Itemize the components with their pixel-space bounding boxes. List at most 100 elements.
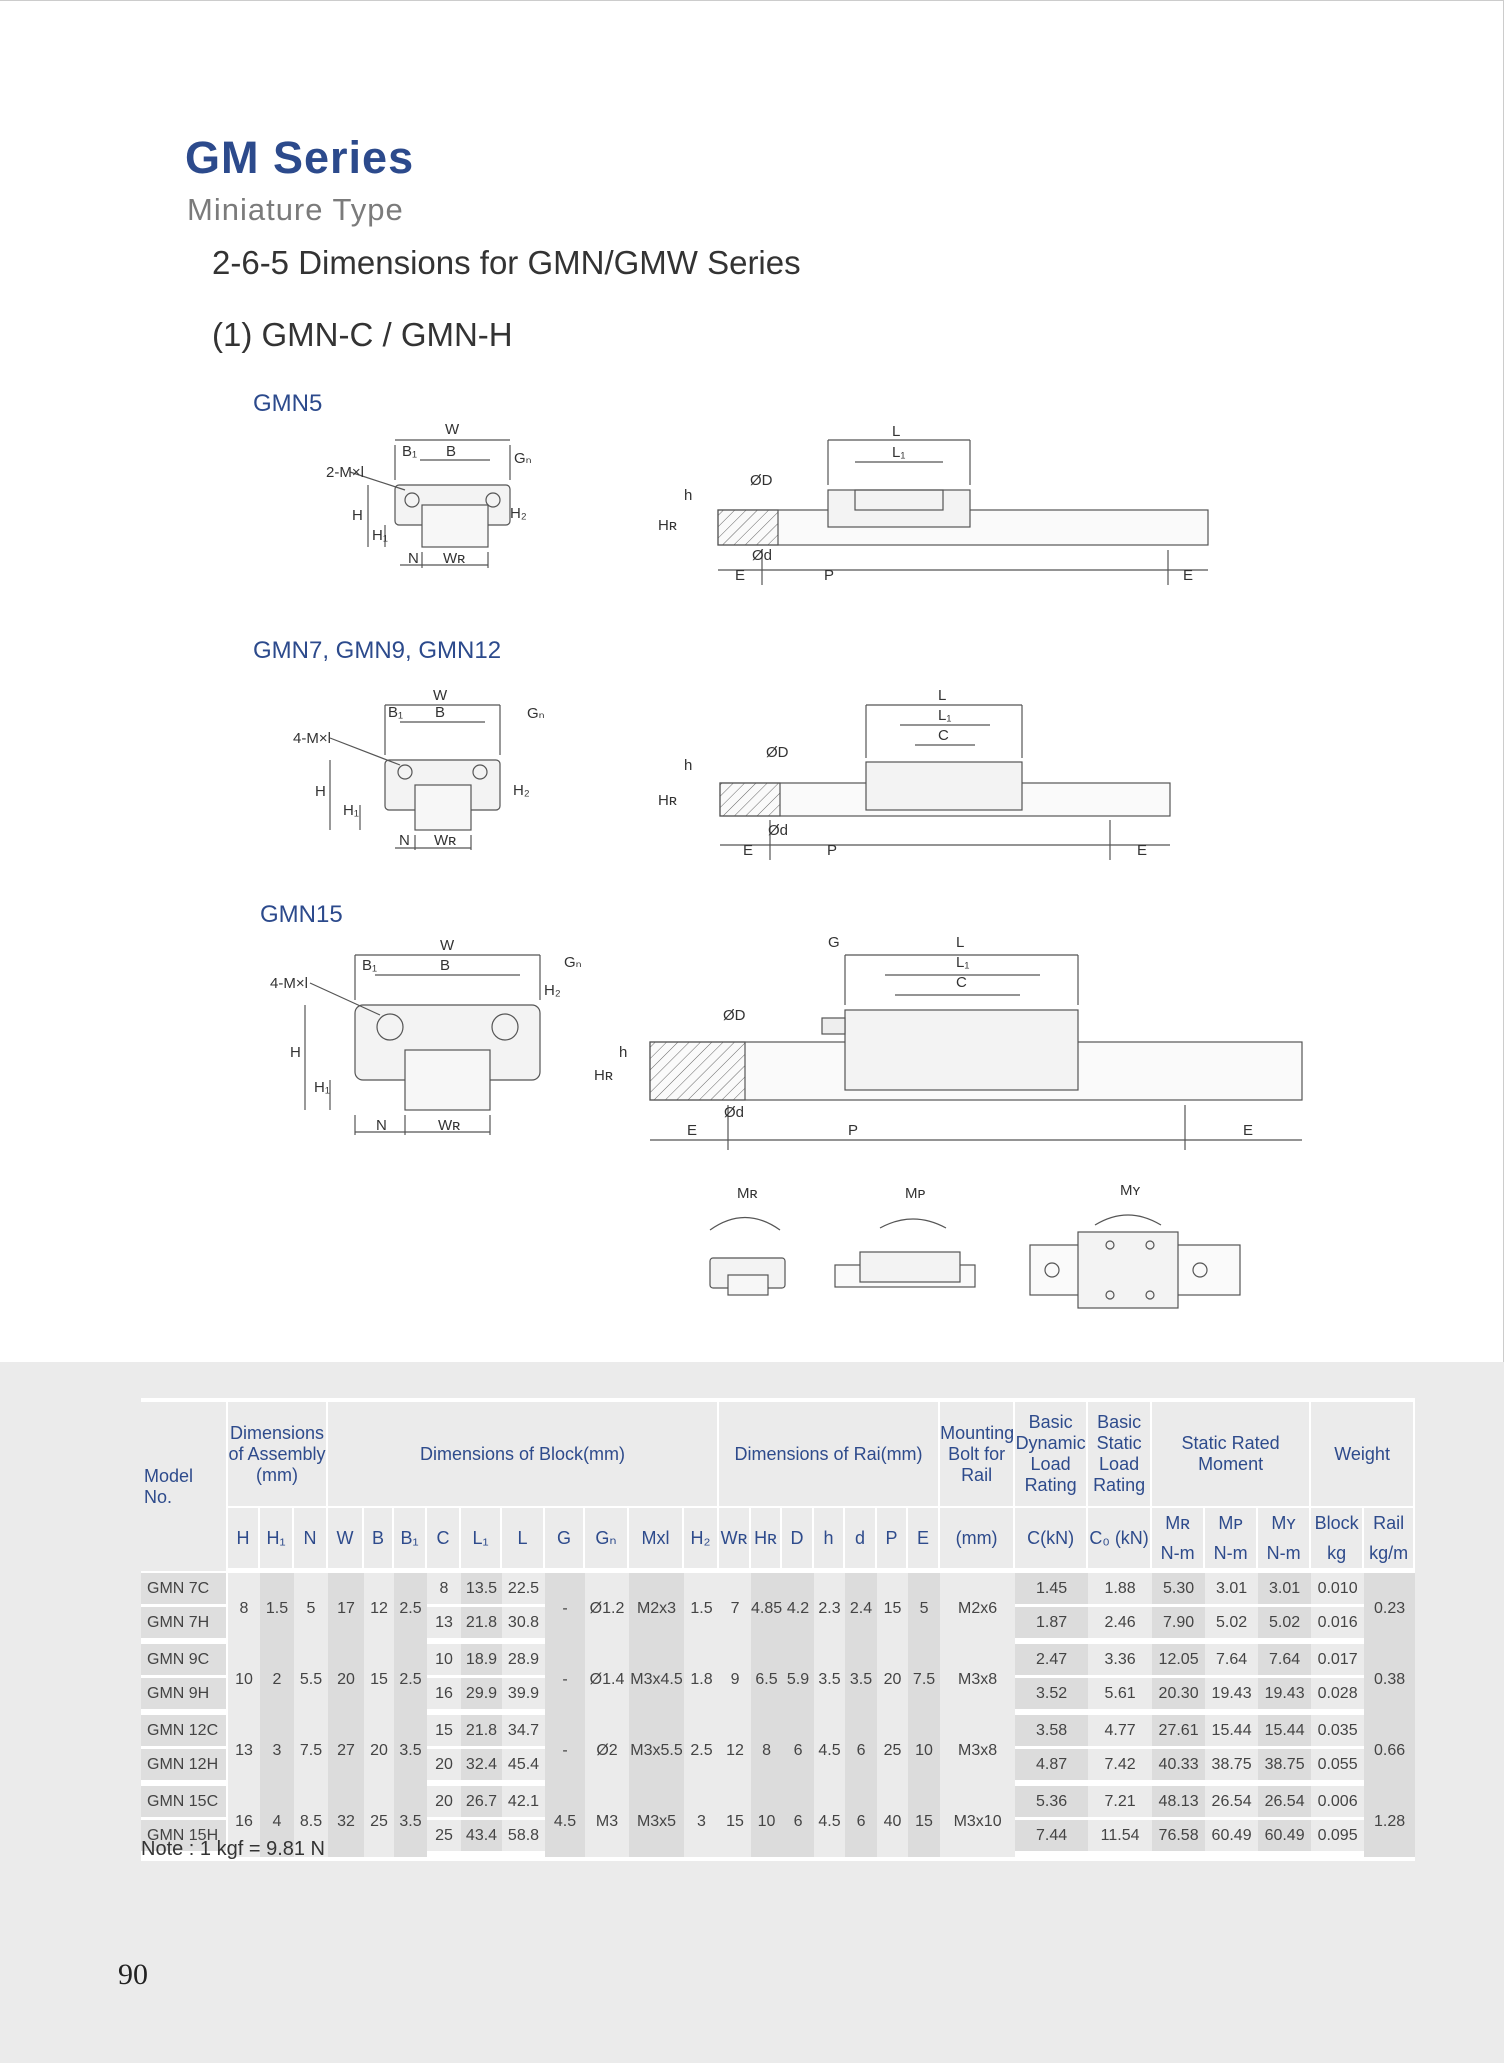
table-cell: M3 — [585, 1786, 629, 1857]
table-cell: 9 — [719, 1644, 752, 1715]
table-cell: 2.5 — [394, 1573, 427, 1644]
table-cell: 3.01 — [1258, 1573, 1312, 1607]
dim-label: B₁ — [362, 957, 377, 974]
table-cell: 3.5 — [814, 1644, 846, 1715]
dim-label: H₁ — [314, 1079, 330, 1096]
dim-label: Ød — [724, 1104, 744, 1121]
dim-label: L₁ — [892, 444, 905, 461]
note: Note : 1 kgf = 9.81 N — [141, 1838, 325, 1860]
header-block: Dimensions of Block(mm) — [328, 1402, 720, 1508]
table-cell: 11.54 — [1088, 1820, 1153, 1857]
table-cell: 27 — [328, 1715, 364, 1786]
moment-label-mr: Mʀ — [737, 1185, 758, 1202]
dim-label: h — [684, 757, 692, 774]
subheader-cell: H — [228, 1508, 260, 1573]
subheader-cell: H₁ — [260, 1508, 294, 1573]
table-cell: 5 — [908, 1573, 941, 1644]
table-cell: 25 — [877, 1715, 909, 1786]
table-cell: 34.7 — [502, 1715, 545, 1749]
table-cell: 4.5 — [545, 1786, 585, 1857]
dim-label: E — [1137, 842, 1147, 859]
gmn15-front-view — [304, 954, 541, 1135]
table-cell: 12 — [719, 1715, 752, 1786]
dim-label: W — [433, 687, 448, 704]
moment-symbol: Mᴘ — [1218, 1513, 1243, 1533]
table-cell: 6 — [845, 1715, 878, 1786]
header-moment: Static Rated Moment — [1152, 1402, 1312, 1508]
table-cell: 10 — [908, 1715, 941, 1786]
table-cell: 5.5 — [294, 1644, 328, 1715]
table-cell: 6 — [845, 1786, 878, 1857]
dim-label: E — [1243, 1122, 1253, 1139]
table-cell: 42.1 — [502, 1786, 545, 1820]
dim-label: Ød — [752, 547, 772, 564]
dim-label: W — [440, 937, 455, 954]
subheader-cell: L₁ — [461, 1508, 502, 1573]
table-cell: 12 — [364, 1573, 394, 1644]
table-cell: GMN 7C — [141, 1573, 228, 1607]
table-cell: 1.88 — [1088, 1573, 1153, 1607]
dim-label: Gₙ — [527, 705, 545, 722]
dim-label: H — [315, 783, 326, 800]
table-cell: 38.75 — [1258, 1749, 1312, 1786]
table-cell: Ø1.4 — [585, 1644, 629, 1715]
table-cell: 6.5 — [751, 1644, 783, 1715]
gmn7-front-view — [329, 704, 501, 850]
table-cell: 7.90 — [1152, 1607, 1206, 1644]
table-cell: 3.5 — [845, 1644, 878, 1715]
table-cell: 2.47 — [1015, 1644, 1089, 1678]
table-cell: 76.58 — [1152, 1820, 1206, 1857]
table-cell: 21.8 — [461, 1607, 502, 1644]
table-cell: 7.42 — [1088, 1749, 1153, 1786]
subheader-cell: Mxl — [629, 1508, 684, 1573]
header-bolt: Mounting Bolt for Rail — [940, 1402, 1016, 1508]
moment-icons — [709, 1214, 1241, 1309]
table-cell: 15 — [427, 1715, 461, 1749]
table-cell: 8 — [228, 1573, 260, 1644]
subsection-heading: (1) GMN-C / GMN-H — [212, 316, 513, 353]
dim-label: ØD — [750, 472, 773, 489]
table-cell: 19.43 — [1258, 1678, 1312, 1715]
table-cell: 0.38 — [1364, 1644, 1416, 1715]
table-cell: 13 — [427, 1607, 461, 1644]
dim-label: E — [735, 567, 745, 584]
dim-label: Gₙ — [514, 450, 532, 467]
table-cell: 19.43 — [1205, 1678, 1259, 1715]
table-cell: 25 — [364, 1786, 394, 1857]
weight-label: Block — [1314, 1513, 1359, 1533]
table-cell: 7.21 — [1088, 1786, 1153, 1820]
table-cell: 26.54 — [1205, 1786, 1259, 1820]
table-cell: 0.010 — [1311, 1573, 1365, 1607]
header-assembly: Dimensions of Assembly (mm) — [228, 1402, 328, 1508]
table-cell: 5.9 — [782, 1644, 815, 1715]
dim-label: E — [743, 842, 753, 859]
table-cell: 15 — [364, 1644, 394, 1715]
table-cell: 7.64 — [1258, 1644, 1312, 1678]
dim-label: H₁ — [372, 527, 388, 544]
table-cell: 4.77 — [1088, 1715, 1153, 1749]
dim-label: B — [440, 957, 450, 974]
table-cell: GMN 7H — [141, 1607, 228, 1644]
dim-label: H₂ — [513, 782, 530, 799]
table-cell: 13.5 — [461, 1573, 502, 1607]
dim-label: H₂ — [510, 505, 527, 522]
table-cell: M3x4.5 — [629, 1644, 684, 1715]
weight-label: Rail — [1373, 1513, 1405, 1533]
dim-label: B₁ — [402, 443, 417, 460]
table-cell: 0.035 — [1311, 1715, 1365, 1749]
table-cell: 28.9 — [502, 1644, 545, 1678]
table-cell: 45.4 — [502, 1749, 545, 1786]
table-cell: 60.49 — [1205, 1820, 1259, 1857]
page-number: 90 — [118, 1958, 148, 1991]
table-cell: 4 — [260, 1786, 294, 1857]
moment-symbol: Mʀ — [1165, 1513, 1190, 1533]
dim-label: N — [376, 1117, 387, 1134]
table-cell: 22.5 — [502, 1573, 545, 1607]
table-cell: 58.8 — [502, 1820, 545, 1857]
table-cell: 7.5 — [294, 1715, 328, 1786]
table-cell: 2.3 — [814, 1573, 846, 1644]
